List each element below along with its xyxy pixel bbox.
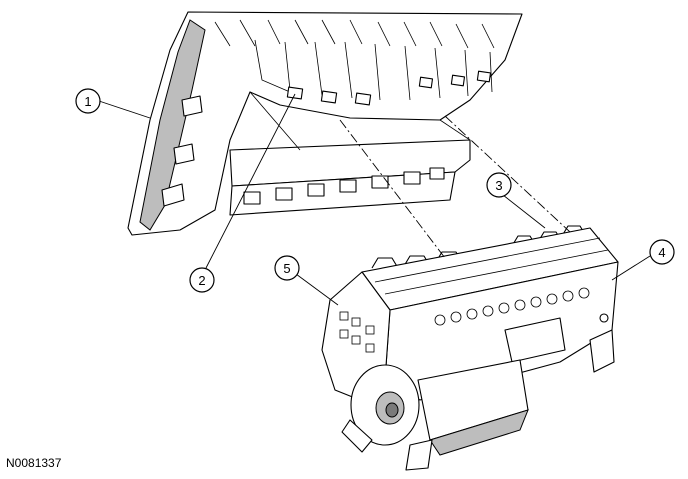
module-assembly-part	[321, 227, 619, 471]
trim-panel-part	[127, 11, 523, 236]
callout-1: 1	[75, 88, 101, 114]
leader-lines	[98, 93, 651, 306]
callout-5: 5	[274, 255, 300, 281]
callout-4: 4	[649, 239, 675, 265]
svg-text:3: 3	[495, 178, 502, 193]
callout-3: 3	[486, 172, 512, 198]
figure-reference-id: N0081337	[6, 456, 62, 470]
svg-text:5: 5	[283, 261, 290, 276]
svg-text:4: 4	[658, 245, 665, 260]
svg-text:1: 1	[84, 94, 91, 109]
svg-text:2: 2	[198, 273, 205, 288]
callout-2: 2	[189, 267, 215, 293]
